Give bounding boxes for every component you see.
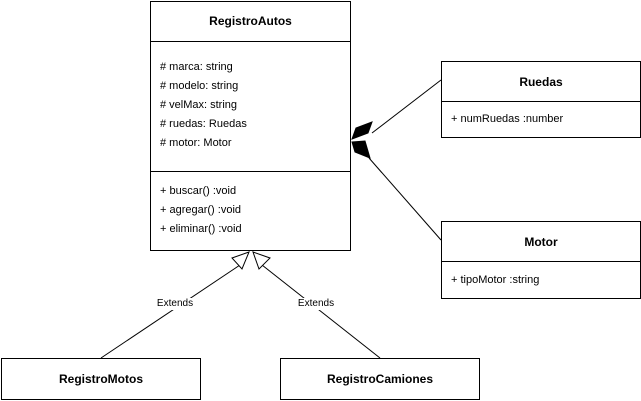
class-registro-camiones: RegistroCamiones	[280, 358, 480, 400]
class-motor-attributes: + tipoMotor :string	[442, 261, 640, 298]
attribute-motor: # motor: Motor	[160, 137, 232, 149]
motor-composition-line	[368, 157, 442, 241]
class-registro-autos-name: RegistroAutos	[209, 14, 292, 28]
ruedas-composition-diamond	[351, 121, 373, 140]
ruedas-composition-line	[371, 79, 442, 134]
class-ruedas-attributes: + numRuedas :number	[442, 101, 640, 137]
attribute-velmax: # velMax: string	[160, 99, 238, 111]
class-motor: Motor + tipoMotor :string	[441, 221, 641, 299]
extends-camiones-line	[261, 264, 381, 359]
class-registro-autos-attributes: # marca: string # modelo: string # velMa…	[151, 41, 350, 172]
method-agregar: + agregar() :void	[160, 204, 242, 216]
attribute-modelo: # modelo: string	[160, 80, 239, 92]
extends-motos-label: Extends	[155, 298, 195, 310]
extends-motos-arrowhead	[231, 251, 250, 270]
class-motor-name: Motor	[524, 235, 558, 249]
attribute-tipo-motor: + tipoMotor :string	[451, 274, 540, 286]
class-registro-motos-name: RegistroMotos	[59, 372, 143, 386]
class-registro-camiones-name: RegistroCamiones	[326, 372, 434, 386]
motor-composition-diamond	[351, 140, 371, 159]
class-ruedas: Ruedas + numRuedas :number	[441, 61, 641, 138]
class-registro-motos: RegistroMotos	[1, 358, 201, 400]
method-eliminar: + eliminar() :void	[160, 223, 242, 235]
attribute-num-ruedas: + numRuedas :number	[451, 113, 564, 125]
attribute-marca: # marca: string	[160, 61, 233, 73]
attribute-ruedas: # ruedas: Ruedas	[160, 118, 247, 130]
extends-camiones-label: Extends	[296, 298, 336, 310]
extends-motos-line	[100, 264, 241, 359]
class-registro-autos-methods: + buscar() :void + agregar() :void + eli…	[151, 171, 350, 250]
extends-camiones-arrowhead	[252, 251, 271, 270]
class-ruedas-name: Ruedas	[519, 75, 563, 89]
class-registro-autos: RegistroAutos # marca: string # modelo: …	[150, 1, 351, 251]
method-buscar: + buscar() :void	[160, 185, 237, 197]
